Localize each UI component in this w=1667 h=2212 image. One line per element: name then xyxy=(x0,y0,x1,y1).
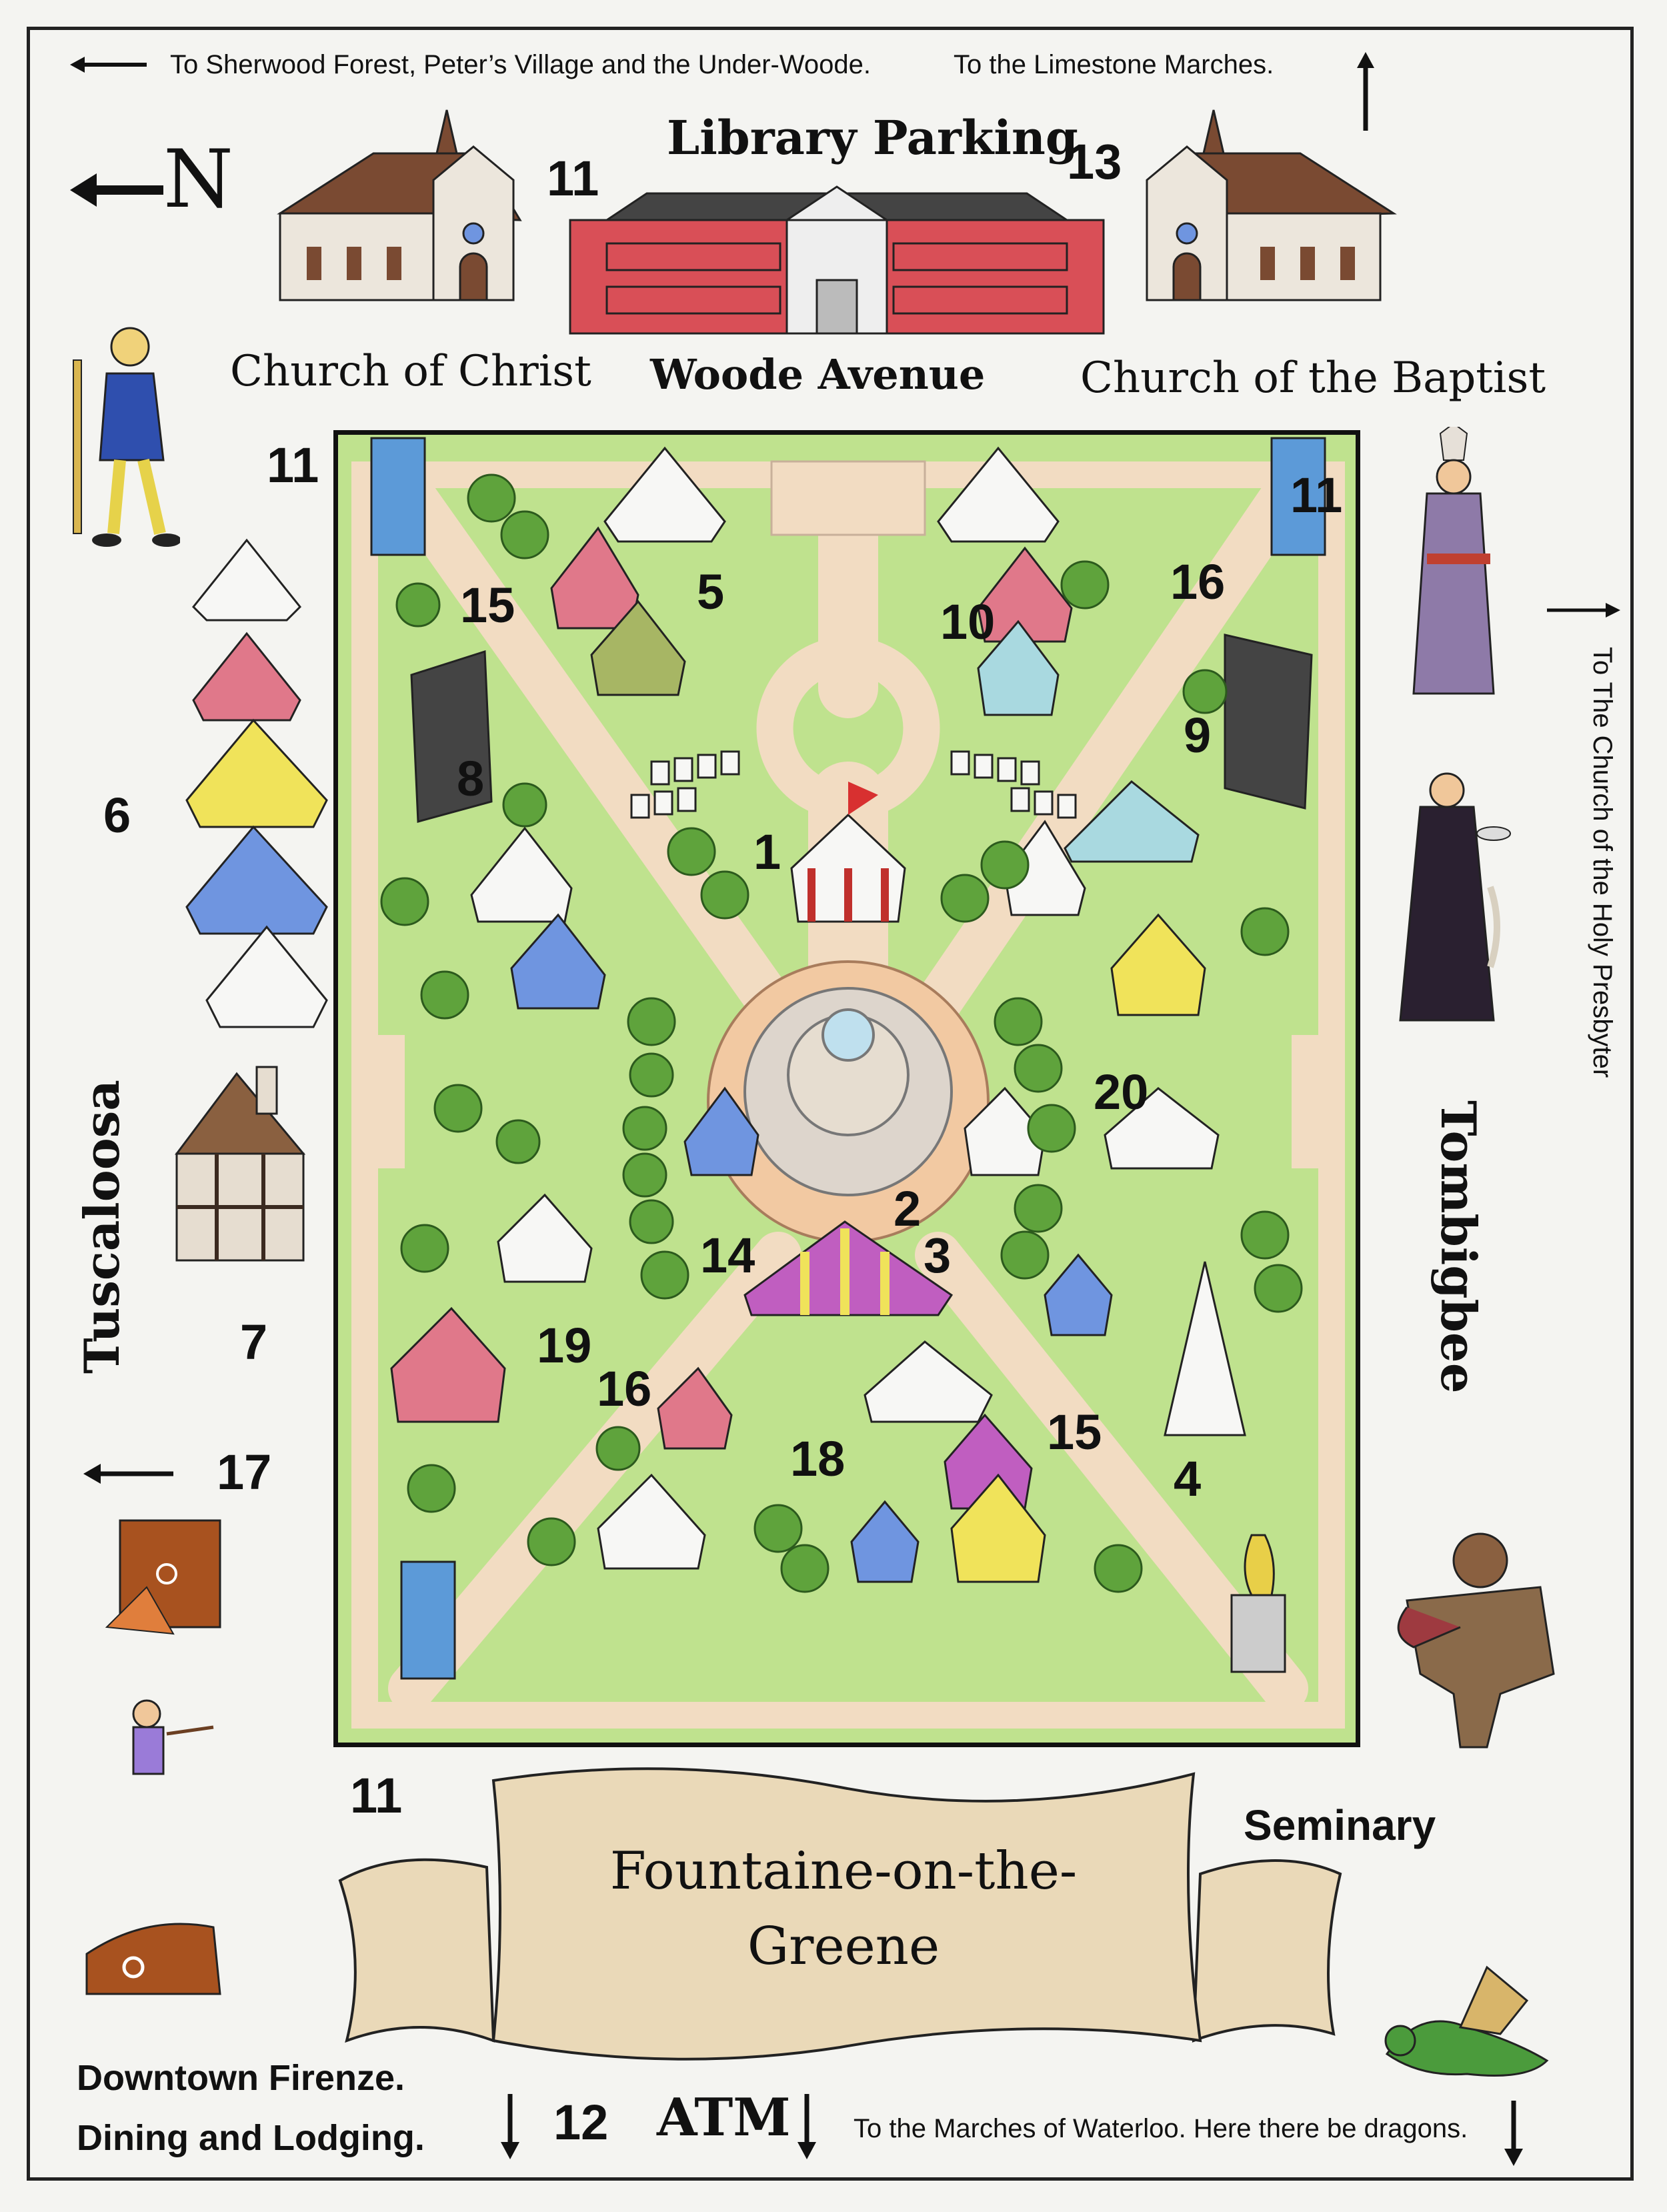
compass-north-letter: N xyxy=(163,133,233,226)
archery-targets-figure xyxy=(105,1519,221,1775)
church-of-the-baptist-label: Church of the Baptist xyxy=(1080,353,1546,403)
note-to-sherwood: To Sherwood Forest, Peter’s Village and … xyxy=(170,50,871,79)
label-12: 12 xyxy=(553,2095,609,2150)
timber-house-building xyxy=(175,1066,306,1262)
label-16: 16 xyxy=(1170,554,1226,610)
tombigbee-street-label: Tombigbee xyxy=(1430,1100,1487,1394)
label-7: 7 xyxy=(240,1314,268,1370)
library-parking-label: Library Parking xyxy=(667,110,1078,165)
tuscaloosa-street-label: Tuscaloosa xyxy=(73,1080,130,1374)
label-10: 10 xyxy=(940,594,996,650)
label-4: 4 xyxy=(1174,1451,1202,1506)
dining-lodging-label: Dining and Lodging. xyxy=(77,2118,425,2158)
note-to-holy-presbyter: To The Church of the Holy Presbyter xyxy=(1588,647,1617,1078)
arrow-left-icon xyxy=(70,173,163,207)
bishop-figure xyxy=(1412,427,1495,695)
tent-row-vendors xyxy=(185,538,328,1028)
label-8: 8 xyxy=(457,751,485,806)
arrow-up-icon xyxy=(1357,52,1374,131)
title-banner-scroll xyxy=(338,1767,1342,2061)
note-to-limestone: To the Limestone Marches. xyxy=(954,50,1274,79)
downtown-firenze-label: Downtown Firenze. xyxy=(77,2058,405,2098)
label-17: 17 xyxy=(217,1444,272,1500)
arrow-right-icon xyxy=(1547,603,1620,618)
label-3: 3 xyxy=(924,1228,952,1283)
arrow-down-icon xyxy=(501,2094,519,2159)
arrow-down-icon xyxy=(1504,2101,1523,2166)
arrow-left-icon xyxy=(83,1464,173,1484)
label-15: 15 xyxy=(460,578,515,633)
label-14: 14 xyxy=(700,1228,755,1283)
note-to-waterloo: To the Marches of Waterloo. Here there b… xyxy=(854,2114,1468,2143)
label-13: 13 xyxy=(1067,134,1122,189)
label-11: 11 xyxy=(547,151,599,206)
library-building xyxy=(569,185,1105,335)
map-frame xyxy=(27,27,1634,2181)
label-11: 11 xyxy=(267,437,319,493)
label-11: 11 xyxy=(1290,467,1343,523)
monk-figure xyxy=(1399,772,1511,1022)
arrow-down-icon xyxy=(797,2094,816,2159)
atm-label: ATM xyxy=(657,2087,791,2148)
map-title: Fountaine-on-the-Greene xyxy=(609,1841,1078,1977)
monster-figure xyxy=(1397,1532,1555,1749)
dragon-figure xyxy=(1384,1965,1549,2077)
label-15: 15 xyxy=(1047,1404,1102,1460)
label-2: 2 xyxy=(894,1181,922,1236)
medieval-piper-figure xyxy=(73,327,180,547)
label-11: 11 xyxy=(350,1768,403,1823)
label-9: 9 xyxy=(1184,708,1212,763)
label-5: 5 xyxy=(697,564,725,620)
label-19: 19 xyxy=(537,1318,592,1373)
label-16: 16 xyxy=(597,1361,652,1416)
arrow-left-icon xyxy=(70,57,147,73)
church-of-christ-label: Church of Christ xyxy=(230,347,591,396)
church-of-christ-building xyxy=(277,109,522,301)
woode-avenue-label: Woode Avenue xyxy=(650,350,986,399)
label-20: 20 xyxy=(1094,1064,1149,1120)
seminary-label: Seminary xyxy=(1244,1801,1436,1849)
archery-target-figure xyxy=(85,1923,221,1995)
park-green xyxy=(333,430,1360,1747)
church-of-the-baptist-building xyxy=(1146,109,1397,301)
park-plan xyxy=(351,437,1345,1729)
label-6: 6 xyxy=(103,788,131,843)
label-1: 1 xyxy=(753,824,781,880)
label-18: 18 xyxy=(790,1431,846,1486)
